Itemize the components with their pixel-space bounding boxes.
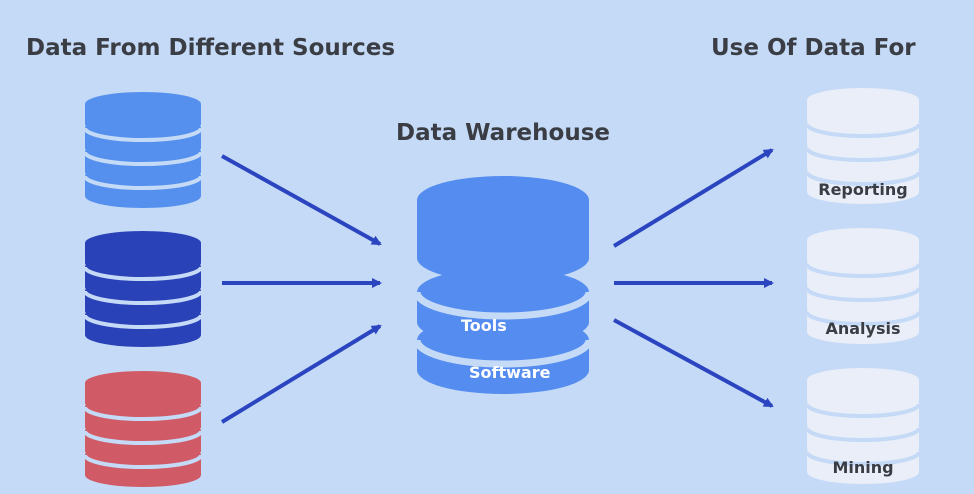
source-database-1-icon (83, 92, 203, 208)
mining-database-icon (805, 368, 921, 484)
warehouse-layer-software-label: Software (469, 363, 551, 382)
uses-title: Use Of Data For (711, 35, 916, 61)
use-label-analysis: Analysis (825, 319, 901, 338)
use-label-mining: Mining (832, 458, 894, 477)
sources-title: Data From Different Sources (26, 35, 396, 61)
reporting-database-icon (805, 88, 921, 204)
arrow-warehouse-to-reporting (612, 148, 774, 248)
arrow-source-1-to-warehouse (221, 154, 382, 246)
warehouse-title: Data Warehouse (396, 120, 610, 146)
warehouse-layer-tools-label: Tools (461, 316, 507, 335)
warehouse-database-icon (413, 176, 593, 394)
use-label-reporting: Reporting (818, 180, 908, 199)
source-database-2-icon (83, 231, 203, 347)
source-database-3-icon (83, 371, 203, 487)
analysis-database-icon (805, 228, 921, 344)
arrow-warehouse-to-mining (613, 318, 774, 408)
arrow-source-3-to-warehouse (220, 324, 382, 424)
